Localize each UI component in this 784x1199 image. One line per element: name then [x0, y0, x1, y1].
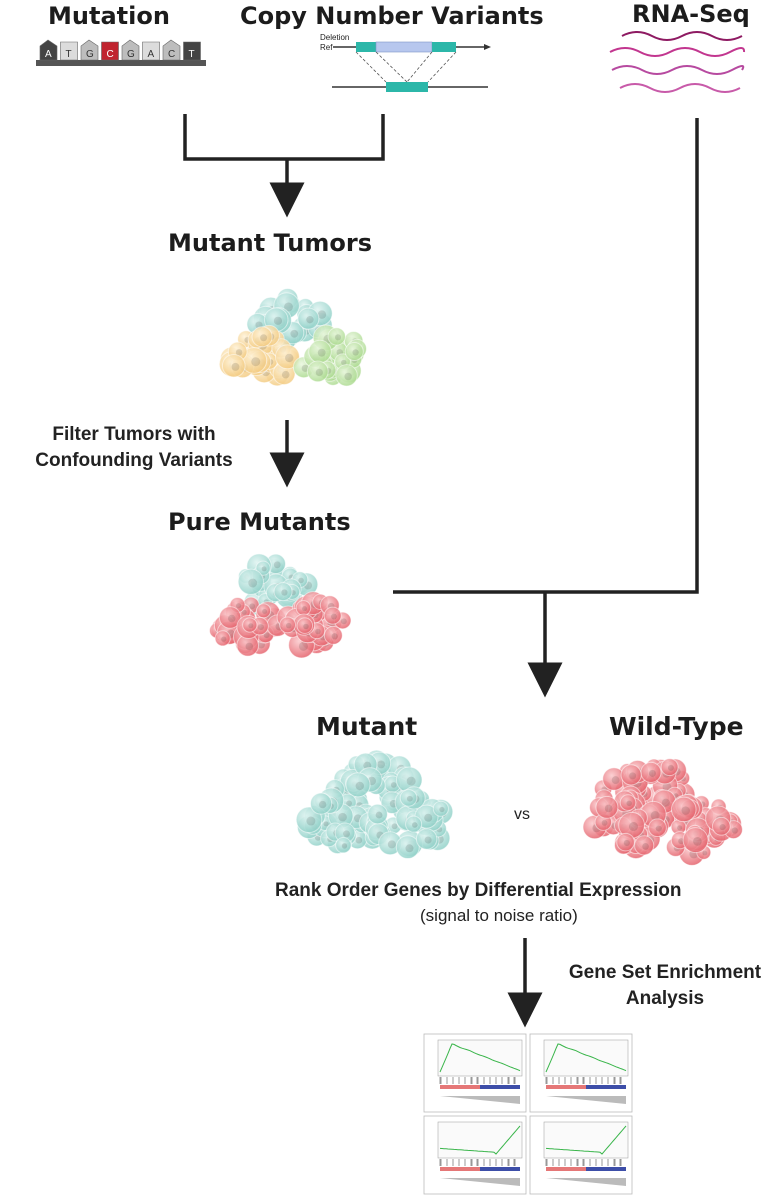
base-5 — [121, 39, 140, 61]
cnv-title: Copy Number Variants — [240, 2, 544, 30]
mutant-tumors-title: Mutant Tumors — [168, 229, 372, 257]
cnv-deletion-icon: Deletion Ref — [320, 33, 491, 92]
gsea-line-1: Gene Set Enrichment — [568, 962, 762, 983]
pure-mutants-title: Pure Mutants — [168, 508, 351, 536]
enrichment-plot-3 — [423, 1115, 527, 1195]
mutant-tumor-green — [292, 324, 368, 387]
tumor-clusters — [208, 287, 743, 866]
rna-strands-icon — [609, 31, 746, 93]
rnaseq-title: RNA-Seq — [632, 0, 750, 28]
base-8 — [183, 41, 201, 61]
mutant-label: Mutant — [316, 712, 418, 741]
base-3 — [80, 39, 99, 61]
gsea-line-2: Analysis — [625, 988, 705, 1009]
base-2 — [60, 41, 78, 61]
filter-step-label: Filter Tumors with Confounding Variants — [0, 422, 268, 474]
filter-line-2: Confounding Variants — [35, 450, 233, 471]
base-letter: A — [45, 49, 52, 60]
enrichment-plot-4 — [529, 1115, 633, 1195]
rank-subtitle: (signal to noise ratio) — [420, 906, 578, 925]
pure-mutant-red-right — [276, 591, 352, 659]
base-7 — [162, 39, 181, 61]
base-letter: T — [189, 49, 195, 60]
cnv-ref-label: Ref — [320, 43, 333, 52]
enrichment-plot-2 — [529, 1033, 633, 1113]
connectors — [183, 114, 699, 1028]
base-letter: T — [66, 49, 72, 60]
enrichment-plot-1 — [423, 1033, 527, 1113]
mutant-group-teal-right — [364, 786, 454, 860]
vs-label: vs — [514, 806, 530, 823]
wildtype-group-red-right — [665, 793, 743, 866]
base-4 — [101, 41, 119, 61]
base-6 — [142, 41, 160, 61]
cnv-deletion-label: Deletion — [320, 33, 349, 42]
base-letter: G — [86, 49, 94, 60]
base-letter: C — [107, 49, 114, 60]
rank-title: Rank Order Genes by Differential Express… — [275, 880, 682, 901]
gsea-plots — [423, 1033, 633, 1195]
wildtype-group-red-left — [582, 785, 669, 860]
base-letter: C — [168, 49, 175, 60]
mutant-tumor-yellow — [218, 324, 300, 387]
base-1 — [39, 39, 58, 61]
base-letter: G — [127, 49, 135, 60]
base-letter: A — [148, 49, 155, 60]
gsea-step-label: Gene Set Enrichment Analysis — [545, 960, 784, 1012]
filter-line-1: Filter Tumors with — [52, 424, 216, 445]
wild-type-label: Wild-Type — [609, 712, 744, 741]
mutation-title: Mutation — [48, 2, 170, 30]
pure-mutant-red-left — [208, 596, 289, 657]
